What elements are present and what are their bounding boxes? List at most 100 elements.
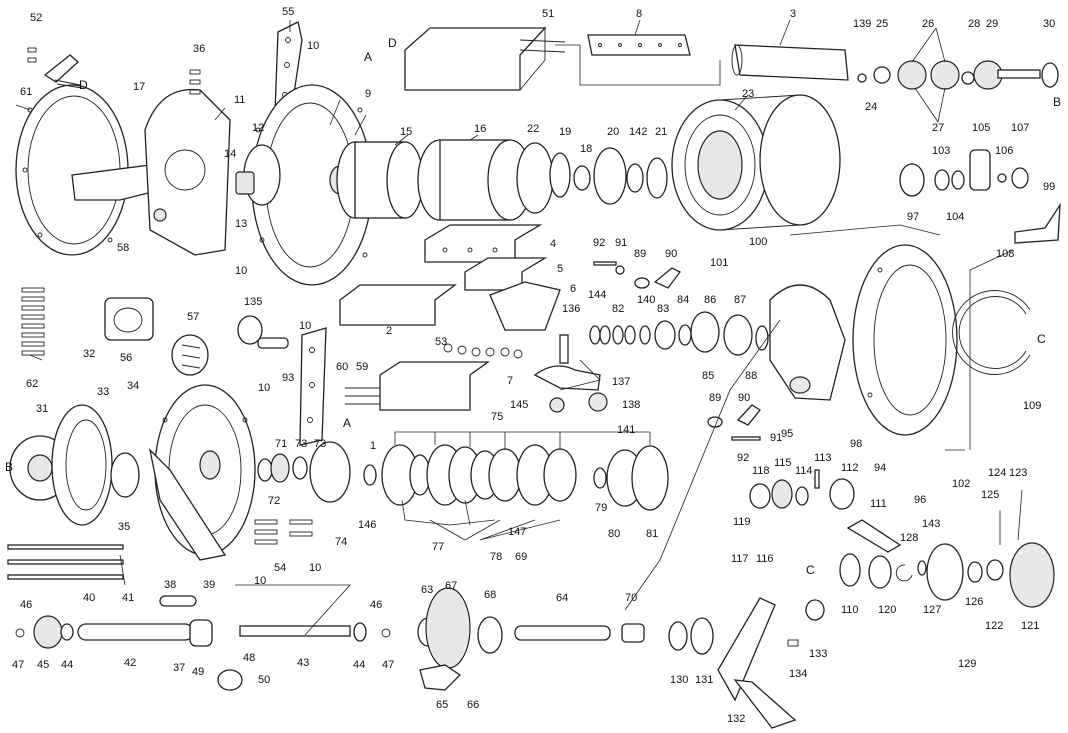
rods-40 [7,544,124,580]
spring-91-upper [615,265,625,275]
part-label-26: 26 [922,18,935,30]
screw-134 [787,639,799,647]
part-label-10e: 10 [254,575,267,587]
frame-plate-11 [144,69,231,256]
bearing-130 [668,621,688,651]
part-label-106: 106 [995,145,1014,157]
part-label-32: 32 [83,348,96,360]
disc-stack [363,444,669,511]
part-label-19: 19 [559,126,572,138]
part-label-62: 62 [26,378,39,390]
part-label-92a: 92 [593,237,606,249]
connector-label-C2: C [806,563,815,577]
part-label-95: 95 [781,428,794,440]
part-label-146: 146 [358,519,377,531]
shaft-42 [77,623,194,641]
bearing-35 [110,452,140,498]
part-68 [477,616,503,654]
lever-52 [27,47,83,89]
screw-138b [549,397,565,413]
motor-15 [336,141,424,219]
connector-label-A1: A [364,50,373,64]
handle-132 [717,597,797,729]
lever-90-upper [653,267,681,289]
drag-knob-121 [1009,542,1055,608]
part-label-10c: 10 [299,320,312,332]
part-label-77: 77 [432,541,445,553]
part-label-7: 7 [507,375,514,387]
part-label-64: 64 [556,592,569,604]
part-label-144: 144 [588,289,607,301]
part-label-44a: 44 [61,659,74,671]
bearing-83 [654,320,676,350]
part-label-16: 16 [474,123,487,135]
part-label-10a: 10 [307,40,320,52]
part-label-4: 4 [550,238,557,250]
bushing-70 [621,623,645,643]
part-label-117: 117 [731,553,749,565]
part-label-41: 41 [122,592,135,604]
part-105 [969,149,991,191]
part-label-5: 5 [557,263,564,275]
part-label-42: 42 [124,657,137,669]
part-label-38: 38 [164,579,177,591]
gear-72 [270,453,290,483]
washer-88 [755,325,769,351]
part-label-50: 50 [258,674,271,686]
part-label-23: 23 [742,88,755,100]
part-label-143: 143 [922,518,941,530]
part-label-104: 104 [946,211,965,223]
bushing-44-right [353,622,367,642]
part-label-127: 127 [923,604,942,616]
washer-142 [626,163,644,193]
part-label-14: 14 [224,148,237,160]
plate-4 [424,224,543,263]
connector-label-D2: D [79,78,88,92]
yoke-137 [533,365,601,391]
part-97 [899,163,925,197]
bushing-44-left [60,623,74,641]
part-label-13: 13 [235,218,248,230]
bracket-55 [274,21,303,122]
part-label-87: 87 [734,294,747,306]
part-label-124: 124 [988,467,1007,479]
pin-92-lower [731,436,761,441]
part-label-131: 131 [695,674,714,686]
connector-label-D1: D [388,36,397,50]
part-label-22: 22 [527,123,540,135]
gasket-33 [51,404,113,526]
part-label-70: 70 [625,592,638,604]
connector-label-B1: B [1053,95,1062,109]
part-label-10f: 10 [309,562,322,574]
part-label-90a: 90 [665,248,678,260]
connector-label-A2: A [343,416,352,430]
part-label-15: 15 [400,126,413,138]
part-label-101: 101 [710,257,729,269]
spool-core-16 [417,139,533,221]
part-label-142: 142 [629,126,648,138]
part-label-29: 29 [986,18,999,30]
part-label-45: 45 [37,659,50,671]
part-label-91a: 91 [615,237,628,249]
clicker-housing-56 [104,297,154,341]
part-label-58: 58 [117,242,130,254]
part-label-33: 33 [97,386,110,398]
part-73 [292,456,308,480]
bracket-6 [489,281,561,331]
part-label-75: 75 [491,411,504,423]
part-label-135: 135 [244,296,263,308]
part-label-133: 133 [809,648,828,660]
part-label-54: 54 [274,562,287,574]
screw-138 [588,392,608,412]
part-label-92b: 92 [737,452,750,464]
part-label-21: 21 [655,126,668,138]
part-label-80: 80 [608,528,621,540]
part-label-73b: 73 [314,438,327,450]
gear-train-top [857,60,1059,90]
part-label-27: 27 [932,122,945,134]
part-label-71: 71 [275,438,288,450]
part-label-20: 20 [607,126,620,138]
screw-column-62 [21,287,45,356]
knob-57 [171,334,209,376]
part-label-1: 1 [370,440,377,452]
